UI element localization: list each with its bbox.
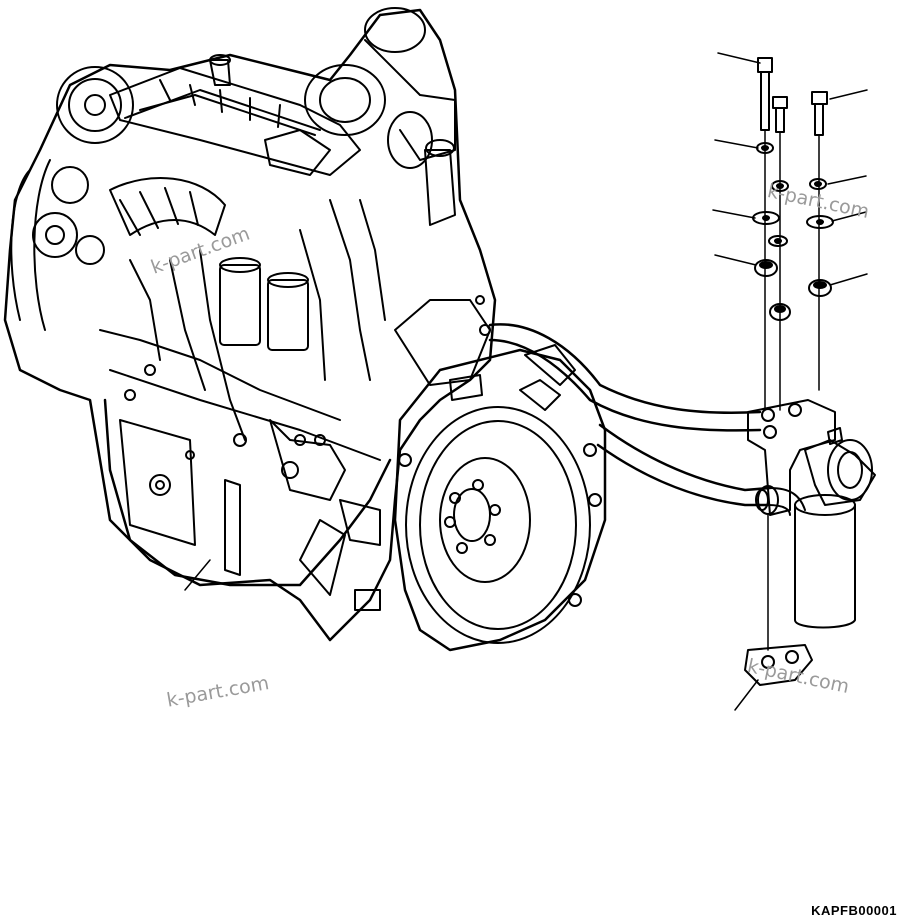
flywheel [395, 345, 605, 650]
engine-assembly [5, 8, 495, 640]
bolt [758, 58, 827, 135]
hose [490, 324, 805, 515]
callout-leaders [185, 53, 867, 710]
drawing-code: KAPFB00001 [811, 903, 897, 918]
gasket [745, 645, 812, 685]
assembly-centerlines [765, 130, 819, 650]
oil-filter [795, 495, 855, 628]
filter-bracket [748, 400, 875, 515]
